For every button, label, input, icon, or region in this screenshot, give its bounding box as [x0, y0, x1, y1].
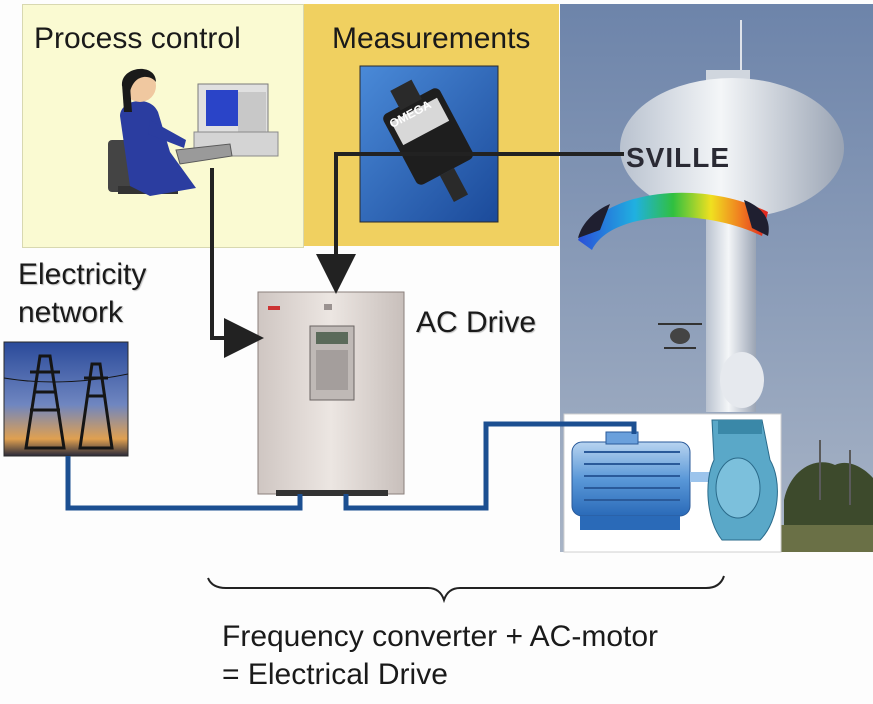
tower-text: SVILLE	[626, 142, 731, 173]
operator-computer-illustration	[108, 68, 279, 196]
motor-pump-illustration	[563, 413, 782, 553]
measurement-signal-line	[316, 152, 624, 294]
electricity-label-line2: network	[18, 296, 124, 329]
electricity-label-line1: Electricity	[18, 258, 147, 291]
supply-cable	[65, 456, 303, 511]
motor-cable	[343, 421, 637, 511]
summary-line1: Frequency converter + AC-motor	[222, 620, 659, 653]
measurements-label: Measurements	[332, 22, 531, 55]
process-control-label: Process control	[34, 22, 241, 55]
process-control-signal-line	[210, 168, 264, 358]
electricity-network-photo	[3, 341, 129, 457]
summary-line2: = Electrical Drive	[222, 658, 448, 691]
helicopter-icon	[658, 323, 702, 349]
ac-drive-label: AC Drive	[416, 306, 537, 339]
sensor-photo	[359, 65, 499, 223]
grouping-brace	[207, 575, 725, 604]
ac-drive-unit	[257, 291, 405, 496]
